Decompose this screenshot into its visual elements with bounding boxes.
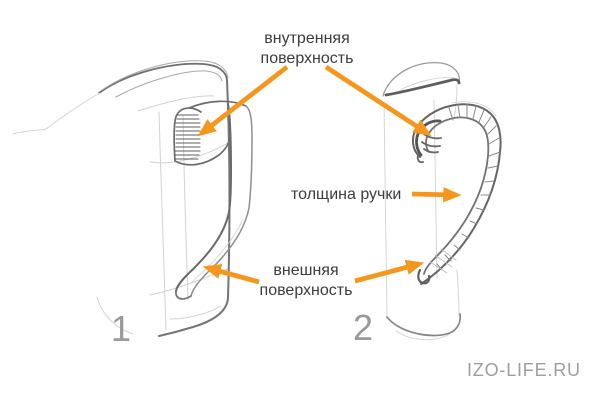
arrow-inner-surface-to-mug1: [197, 65, 289, 137]
mug-1-sketch: [12, 60, 253, 337]
figure-number-2: 2: [352, 307, 374, 348]
arrow-inner-surface-to-mug2: [324, 64, 432, 136]
figure-number-1: 1: [110, 308, 132, 349]
annotation-arrows: [197, 64, 462, 285]
mug1-handle-band-echo: [191, 218, 244, 283]
mug2-rim-dark-crescent: [384, 78, 461, 97]
arrow-handle-thickness-to-mug2: [411, 187, 462, 203]
label-outer-surface-line2: поверхность: [259, 282, 353, 299]
mug1-rim-double-stroke: [101, 60, 229, 98]
mug2-under-handle-shading: [429, 248, 457, 274]
label-handle-thickness-text: толщина ручки: [291, 186, 402, 203]
mug2-rim-outer: [382, 61, 461, 97]
label-inner-surface-line1: внутренняя: [264, 30, 350, 47]
mug1-handle-strap-outer: [190, 105, 253, 297]
arrow-outer-surface-to-mug1: [202, 263, 260, 285]
mug1-body-edge: [158, 79, 231, 337]
mug1-guidelines: [12, 92, 231, 335]
mug2-knot-shading: [416, 133, 442, 164]
mug2-handle-thickness-hatch: [436, 103, 501, 271]
mug2-guidelines: [383, 77, 460, 341]
mug1-rim-outer: [98, 62, 228, 94]
mug1-handle-tip-curl: [175, 290, 192, 300]
mug2-handle-bottom-attachment: [417, 268, 431, 285]
label-handle-thickness: толщина ручки: [291, 185, 411, 205]
label-outer-surface-line1: внешняя: [273, 262, 339, 279]
mug1-inner-surface-hatch: [174, 114, 201, 160]
label-outer-surface: внешняя поверхность: [228, 261, 384, 301]
mug2-handle-echo: [451, 101, 497, 117]
mug1-outer-surface-band-edge: [175, 103, 233, 292]
watermark: IZO-LIFE.RU: [467, 360, 581, 380]
label-inner-surface-line2: поверхность: [260, 50, 354, 67]
arrow-outer-surface-to-mug2: [354, 259, 425, 284]
mug2-bottom-edge: [386, 313, 462, 337]
label-inner-surface: внутренняя поверхность: [228, 29, 386, 69]
